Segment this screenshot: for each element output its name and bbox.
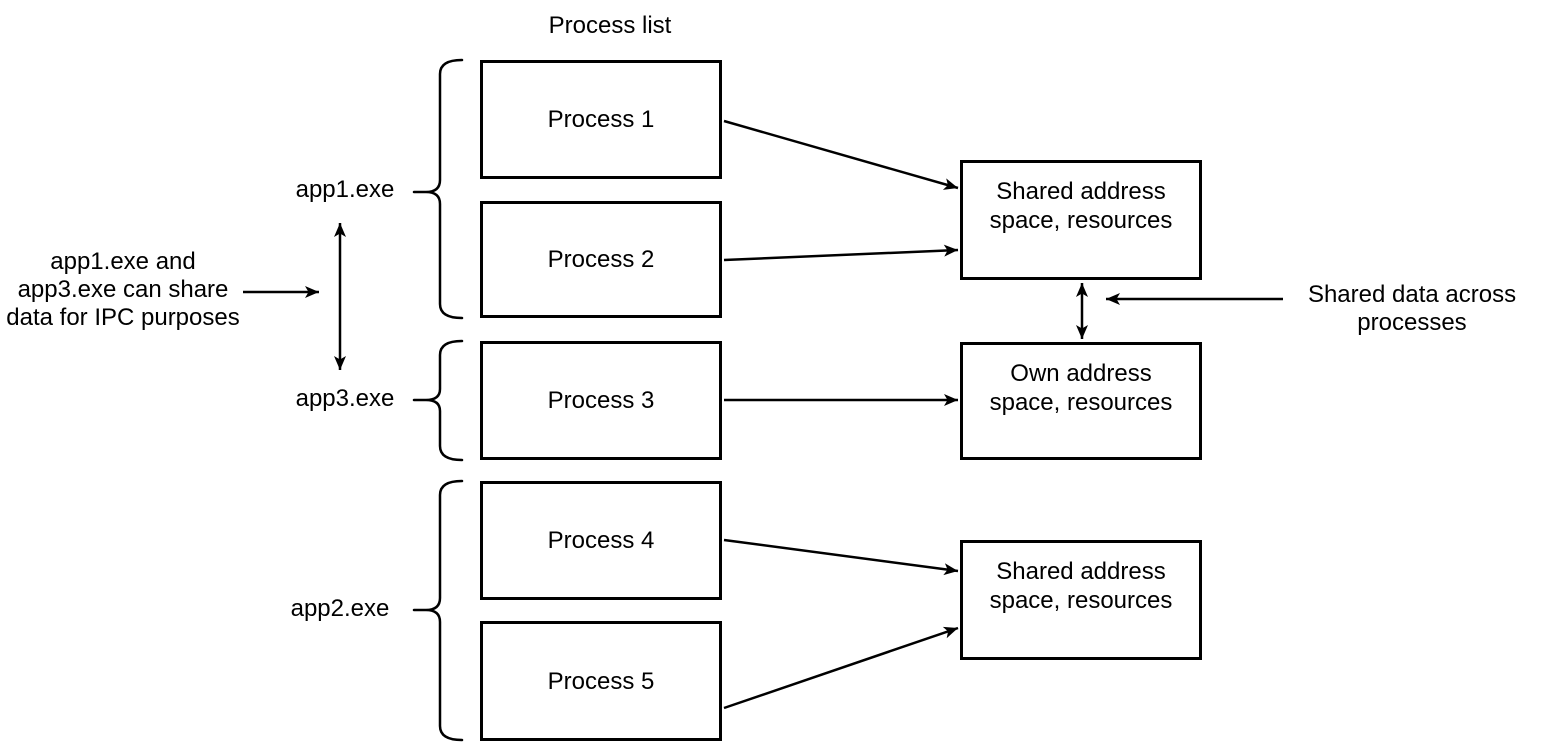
note-shared-line1: Shared data across <box>1307 281 1517 308</box>
process-3-box: Process 3 <box>480 341 722 460</box>
note-shared-data: Shared data across processes <box>1290 281 1534 337</box>
group-label-app1: app1.exe <box>295 176 395 203</box>
note-ipc-line1: app1.exe and <box>50 248 196 275</box>
own-address-line2: space, resources <box>989 389 1173 416</box>
process-3-label: Process 3 <box>547 387 655 414</box>
brace-app1 <box>412 58 464 320</box>
arrow-process2-to-shared-top <box>723 244 959 262</box>
own-address-box: Own address space, resources <box>960 342 1202 460</box>
diagram-title: Process list <box>548 12 672 39</box>
shared-address-bottom-box: Shared address space, resources <box>960 540 1202 660</box>
process-1-box: Process 1 <box>480 60 722 179</box>
shared-address-top-line2: space, resources <box>989 207 1173 234</box>
shared-address-top-line1: Shared address <box>996 178 1166 205</box>
note-ipc-line3: data for IPC purposes <box>6 304 240 331</box>
process-5-label: Process 5 <box>547 667 655 695</box>
process-2-box: Process 2 <box>480 201 722 318</box>
note-shared-line2: processes <box>1357 309 1467 336</box>
arrow-process5-to-shared-bottom <box>723 626 959 710</box>
note-ipc-line2: app3.exe can share <box>17 276 229 303</box>
arrow-process4-to-shared-bottom <box>723 538 959 576</box>
group-label-app3: app3.exe <box>295 385 395 412</box>
shared-address-bottom-line1: Shared address <box>996 558 1166 585</box>
own-address-line1: Own address <box>1010 360 1152 387</box>
process-4-box: Process 4 <box>480 481 722 600</box>
process-2-label: Process 2 <box>547 246 655 273</box>
arrow-process1-to-shared-top <box>723 119 959 190</box>
brace-app3 <box>412 339 464 462</box>
brace-app2 <box>412 479 464 742</box>
note-ipc-sharing: app1.exe and app3.exe can share data for… <box>0 248 246 332</box>
process-4-label: Process 4 <box>547 527 655 554</box>
shared-address-bottom-line2: space, resources <box>989 587 1173 614</box>
process-1-label: Process 1 <box>547 106 655 133</box>
shared-address-top-box: Shared address space, resources <box>960 160 1202 280</box>
process-5-box: Process 5 <box>480 621 722 741</box>
group-label-app2: app2.exe <box>290 595 390 622</box>
